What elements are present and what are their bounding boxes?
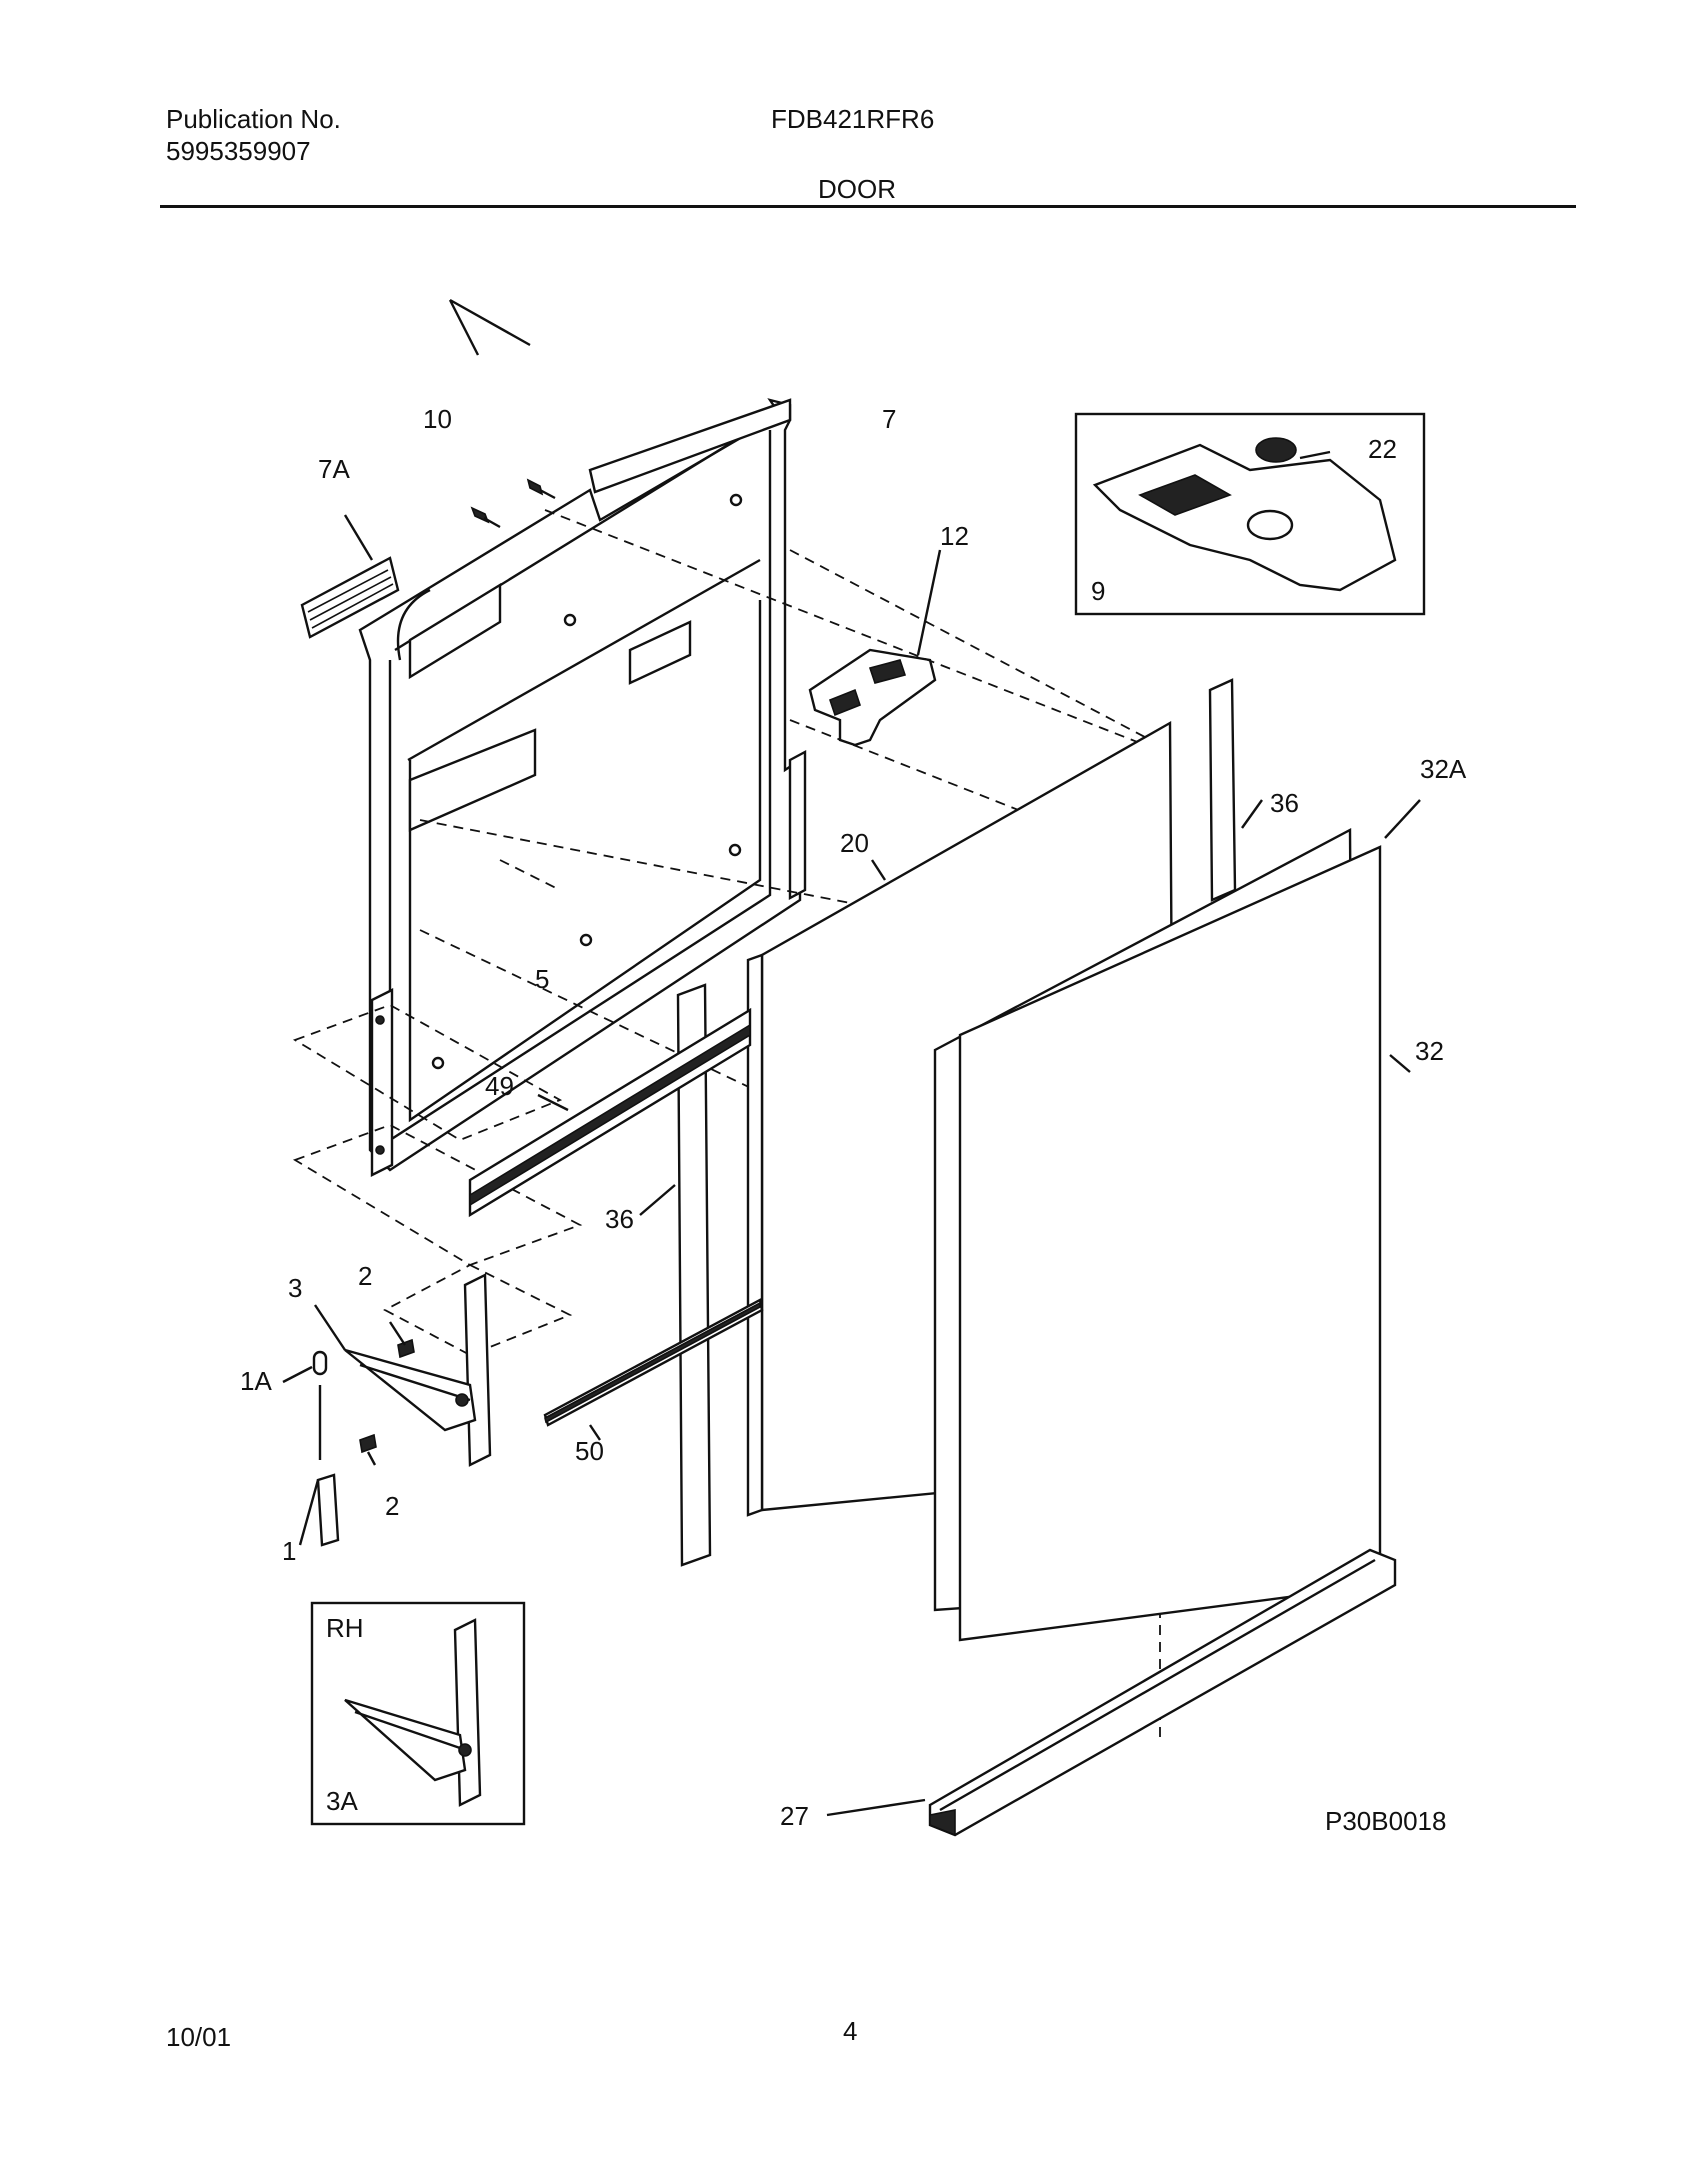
inner-door-liner [358, 398, 807, 1177]
callout-1: 1 [282, 1536, 296, 1566]
header-rule [160, 205, 1576, 208]
callout-3: 3 [288, 1273, 302, 1303]
vent-cover [300, 514, 400, 639]
callout-22: 22 [1368, 434, 1397, 464]
model-number: FDB421RFR6 [771, 104, 935, 134]
callout-12: 12 [940, 521, 969, 551]
callout-3a: 3A [326, 1786, 358, 1816]
publication-label: Publication No. [166, 104, 341, 134]
dispenser-inset [1074, 412, 1426, 616]
lower-trim-strip [468, 1007, 752, 1218]
callout-49: 49 [485, 1071, 514, 1101]
callout-7a: 7A [318, 454, 350, 484]
callout-2-bottom: 2 [385, 1491, 399, 1521]
callout-32a: 32A [1420, 754, 1467, 784]
door-screws [448, 298, 556, 529]
callout-9: 9 [1091, 576, 1105, 606]
callout-36-top: 36 [1270, 788, 1299, 818]
figure-code: P30B0018 [1325, 1806, 1446, 1836]
publication-number: 5995359907 [166, 136, 311, 166]
door-latch [808, 549, 942, 747]
callout-10: 10 [423, 404, 452, 434]
callout-27: 27 [780, 1801, 809, 1831]
callout-32: 32 [1415, 1036, 1444, 1066]
door-trim-strips [639, 678, 1263, 1567]
callout-50: 50 [575, 1436, 604, 1466]
inset-label-rh: RH [326, 1613, 364, 1643]
callout-1a: 1A [240, 1366, 272, 1396]
callout-36-bottom: 36 [605, 1204, 634, 1234]
footer-date: 10/01 [166, 2022, 232, 2052]
callout-20: 20 [840, 828, 869, 858]
outer-door-panel [933, 799, 1421, 1642]
callout-7: 7 [882, 404, 896, 434]
rh-hinge-inset [310, 1601, 526, 1826]
section-title: DOOR [818, 174, 896, 204]
bottom-seal-strip [543, 1298, 764, 1441]
bottom-rail [826, 1548, 1397, 1837]
hinge-assembly [282, 1273, 492, 1547]
callout-labels: 10 7 7A 12 22 9 32A 36 20 5 32 49 36 3 2… [240, 404, 1467, 1836]
callout-5: 5 [535, 964, 549, 994]
callout-2-top: 2 [358, 1261, 372, 1291]
page-number: 4 [843, 2016, 858, 2046]
